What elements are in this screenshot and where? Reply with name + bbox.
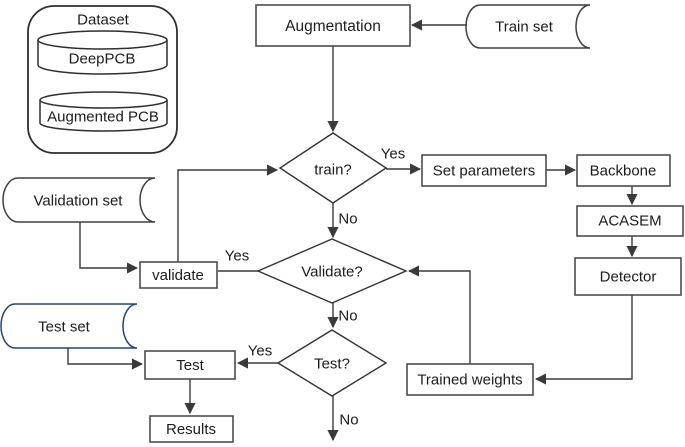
test-decision: Test? (276, 329, 388, 397)
train-decision-label: train? (314, 162, 352, 179)
edge-validationset-validatebox (79, 222, 139, 274)
edge-trainedweights-validate (407, 265, 471, 364)
validation-set-store: Validation set (2, 177, 156, 223)
validate-no-label: No (338, 308, 357, 325)
edge-detector-trainedweights (534, 295, 633, 385)
dataset-group-box (27, 5, 178, 154)
augmented-pcb-label: Augmented PCB (47, 109, 159, 126)
results-node: Results (149, 415, 234, 443)
augmented-pcb-cylinder: Augmented PCB (39, 91, 168, 132)
validate-decision-label: Validate? (301, 264, 362, 281)
edge-validatebox-train (177, 164, 279, 262)
set-parameters-node: Set parameters (421, 154, 547, 187)
validate-decision: Validate? (256, 238, 408, 304)
test-set-store: Test set (0, 303, 138, 349)
train-set-label: Train set (495, 19, 554, 36)
results-label: Results (166, 421, 216, 438)
validation-set-label: Validation set (34, 193, 124, 210)
test-yes-label: Yes (248, 343, 272, 360)
deeppcb-cylinder: DeepPCB (37, 30, 168, 75)
train-decision: train? (278, 132, 388, 204)
trained-weights-label: Trained weights (417, 372, 522, 389)
train-set-store: Train set (465, 4, 591, 49)
acasem-label: ACASEM (598, 213, 661, 230)
test-decision-label: Test? (314, 356, 350, 373)
augmentation-label: Augmentation (285, 18, 381, 35)
detector-node: Detector (574, 257, 682, 296)
test-no-label: No (339, 412, 358, 429)
acasem-node: ACASEM (576, 205, 684, 237)
detector-label: Detector (600, 269, 657, 286)
validate-label: validate (152, 267, 204, 284)
augmentation-node: Augmentation (255, 4, 411, 47)
deeppcb-label: DeepPCB (69, 51, 136, 68)
set-parameters-label: Set parameters (433, 163, 536, 180)
dataset-group-title: Dataset (77, 12, 130, 29)
validate-node: validate (139, 261, 218, 289)
edge-testset-testbox (67, 348, 144, 370)
test-set-label: Test set (38, 319, 91, 336)
backbone-label: Backbone (590, 163, 657, 180)
trained-weights-node: Trained weights (406, 363, 534, 396)
validate-yes-label: Yes (225, 248, 249, 265)
backbone-node: Backbone (576, 154, 671, 187)
test-label: Test (176, 357, 204, 374)
train-no-label: No (338, 211, 357, 228)
train-yes-label: Yes (381, 146, 405, 163)
test-node: Test (144, 350, 236, 380)
